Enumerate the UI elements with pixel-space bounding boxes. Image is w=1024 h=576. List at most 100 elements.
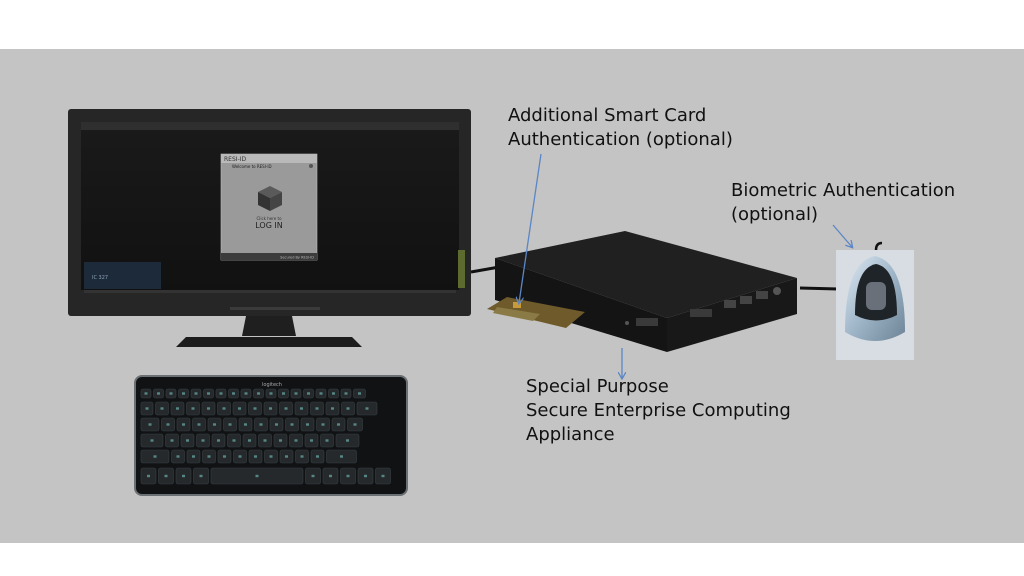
login-prompt: Click here to: [256, 216, 282, 221]
keyboard-key-glyph: [306, 423, 309, 426]
usb-port-3: [756, 291, 768, 299]
keyboard-key-glyph: [316, 455, 319, 458]
keyboard-key-glyph: [166, 423, 170, 426]
reader-cable: [799, 286, 839, 291]
keyboard-key-glyph: [275, 423, 278, 426]
keyboard-key-glyph: [269, 407, 272, 410]
smart-card-label: Additional Smart Card Authentication (op…: [508, 104, 733, 152]
keyboard-key-glyph: [244, 423, 247, 426]
appliance-label-line-1: Special Purpose: [526, 376, 669, 397]
keyboard-key-glyph: [238, 407, 241, 410]
taskbar-tile: [84, 262, 161, 289]
keyboard-key-glyph: [194, 392, 198, 395]
fingerprint-reader: [836, 250, 914, 360]
keyboard-key-glyph: [223, 455, 226, 458]
login-footer: Secured By RESI-ID: [280, 256, 314, 260]
login-footer-bar: [221, 253, 317, 260]
keyboard: logitech: [134, 375, 408, 496]
keyboard-key-glyph: [253, 407, 257, 410]
monitor: IC 327 RESI-ID Welcome to RESI-ID Click …: [68, 109, 471, 347]
keyboard-key-glyph: [310, 439, 313, 442]
keyboard-key-glyph: [157, 392, 160, 395]
keyboard-key-glyph: [325, 439, 329, 442]
keyboard-key-glyph: [213, 423, 216, 426]
keyboard-key-glyph: [144, 392, 148, 395]
keyboard-key-glyph: [290, 423, 294, 426]
keyboard-key-glyph: [217, 439, 220, 442]
keyboard-key-glyph: [344, 392, 348, 395]
usb-port-2: [740, 296, 752, 304]
keyboard-key-glyph: [182, 423, 185, 426]
keyboard-key-glyph: [257, 392, 260, 395]
biometric-arrow: [832, 224, 852, 247]
keyboard-key-glyph: [294, 439, 298, 442]
keyboard-key-glyph: [145, 407, 149, 410]
keyboard-key-glyph: [160, 407, 164, 410]
smart-card-strip: [493, 307, 540, 321]
keyboard-key-glyph: [176, 455, 180, 458]
keyboard-key-glyph: [329, 474, 332, 478]
keyboard-key-glyph: [201, 439, 205, 442]
keyboard-key-glyph: [153, 455, 157, 458]
appliance-top: [495, 231, 797, 318]
keyboard-key-glyph: [254, 455, 257, 458]
keyboard-key-glyph: [346, 439, 349, 442]
keyboard-key-glyph: [346, 407, 350, 410]
keyboard-key-glyph: [294, 392, 298, 395]
keyboard-key-glyph: [186, 439, 189, 442]
smart-card-label-line-2: Authentication (optional): [508, 129, 733, 150]
keyboard-key-glyph: [148, 423, 152, 426]
keyboard-key-glyph: [279, 439, 282, 442]
biometric-label-line-2: (optional): [731, 204, 818, 225]
keyboard-key-glyph: [248, 439, 251, 442]
appliance-label: Special Purpose Secure Enterprise Comput…: [526, 375, 791, 447]
keyboard-key-glyph: [300, 407, 303, 410]
keyboard-key-glyph: [182, 392, 185, 395]
keyboard-key-glyph: [337, 423, 340, 426]
smart-card-arrow: [519, 153, 542, 303]
appliance-box: [495, 231, 797, 352]
keyboard-key-glyph: [244, 392, 248, 395]
smart-card-body: [487, 297, 585, 328]
keyboard-key-glyph: [353, 423, 357, 426]
keyboard-key-glyph: [311, 474, 315, 478]
keyboard-key-glyph: [315, 407, 319, 410]
keyboard-key-glyph: [381, 474, 385, 478]
keyboard-key-glyph: [170, 439, 174, 442]
keyboard-key-glyph: [259, 423, 263, 426]
keyboard-key-glyph: [282, 392, 285, 395]
keyboard-key-glyph: [331, 407, 334, 410]
monitor-base: [176, 337, 362, 347]
login-button[interactable]: LOG IN: [255, 221, 283, 230]
usb-port-1: [724, 300, 736, 308]
biometric-label-line-1: Biometric Authentication: [731, 180, 956, 201]
serial-port-2: [690, 309, 712, 317]
login-window-title: Welcome to RESI-ID: [232, 164, 272, 169]
keyboard-key-glyph: [147, 474, 150, 478]
keyboard-key-glyph: [197, 423, 201, 426]
keyboard-key-glyph: [284, 407, 288, 410]
keyboard-key-glyph: [307, 392, 310, 395]
keyboard-key-glyph: [321, 423, 325, 426]
keyboard-key-glyph: [300, 455, 304, 458]
status-led: [625, 321, 629, 325]
keyboard-key-glyph: [269, 392, 273, 395]
cube-icon: [258, 186, 282, 211]
login-window: RESI-ID Welcome to RESI-ID Click here to…: [220, 153, 318, 261]
monitor-buttons: [230, 307, 320, 310]
keyboard-key-glyph: [238, 455, 242, 458]
keyboard-brand: logitech: [262, 382, 282, 388]
smart-card-label-line-1: Additional Smart Card: [508, 105, 707, 126]
keyboard-key-glyph: [365, 407, 369, 410]
reader-cable-top: [874, 241, 883, 251]
keyboard-key-glyph: [222, 407, 226, 410]
keyboard-key-glyph: [364, 474, 367, 478]
monitor-neck: [242, 316, 296, 336]
keyboard-key-glyph: [232, 439, 236, 442]
appliance-label-line-3: Appliance: [526, 424, 615, 445]
keyboard-key-glyph: [192, 455, 195, 458]
keyboard-key-glyph: [219, 392, 223, 395]
keyboard-key-glyph: [319, 392, 323, 395]
serial-port-1: [636, 318, 658, 326]
keyboard-key-glyph: [346, 474, 350, 478]
